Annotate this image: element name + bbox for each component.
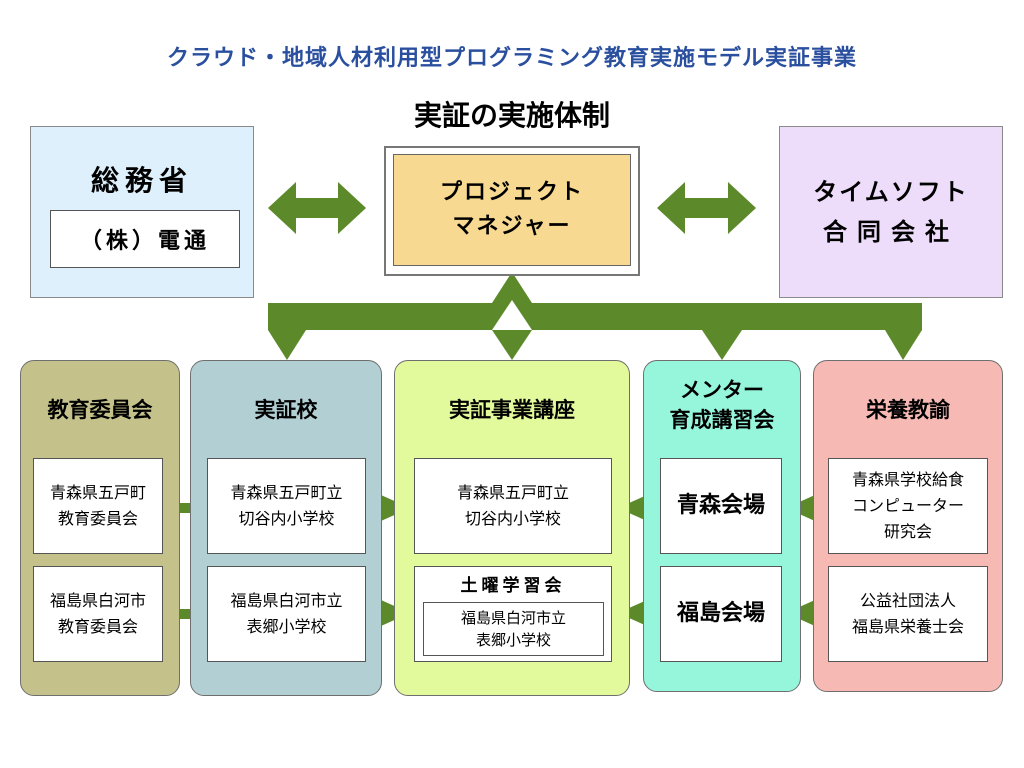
column-mentor-title-line2: 育成講習会 <box>669 408 775 432</box>
jisshoko-item-2-line2: 表郷小学校 <box>246 617 327 636</box>
down-arrow-mentor <box>702 330 742 360</box>
timesoft-line1: タイムソフト <box>813 178 969 206</box>
kyoiku-item-1-line2: 教育委員会 <box>57 509 138 528</box>
double-arrow-soumu-pm <box>268 182 366 234</box>
koza-item-2-line1: 福島県白河市立 <box>460 609 566 627</box>
pm-box: プロジェクト マネジャー <box>393 154 631 266</box>
jisshoko-item-2: 福島県白河市立 表郷小学校 <box>207 566 366 662</box>
jisshoko-item-2-line1: 福島県白河市立 <box>230 591 343 610</box>
jisshoko-item-1-line2: 切谷内小学校 <box>238 509 335 528</box>
eiyo-item-2-line1: 公益社団法人 <box>859 591 956 610</box>
eiyo-item-1-line1: 青森県学校給食 <box>851 470 964 489</box>
pm-line1: プロジェクト <box>439 180 584 205</box>
connector-bar <box>268 272 922 330</box>
down-arrow-eiyo <box>885 330 922 360</box>
pm-line2: マネジャー <box>452 214 572 239</box>
eiyo-item-1-line2: コンピューター <box>851 496 964 515</box>
koza-item-1-line2: 切谷内小学校 <box>464 509 561 528</box>
timesoft-line2: 合同会社 <box>823 218 959 246</box>
column-eiyo-title: 栄養教諭 <box>866 398 950 422</box>
koza-item-2-label: 土曜学習会 <box>460 576 566 596</box>
double-arrow-pm-timesoft <box>657 182 756 234</box>
kyoiku-item-2-line2: 教育委員会 <box>57 617 138 636</box>
column-mentor-title-line1: メンター <box>680 378 764 402</box>
column-kyoiku-title: 教育委員会 <box>47 398 153 422</box>
mentor-item-aomori: 青森会場 <box>660 458 782 554</box>
soumu-title: 総務省 <box>90 164 193 197</box>
eiyo-item-2: 公益社団法人 福島県栄養士会 <box>828 566 988 662</box>
koza-item-1-line1: 青森県五戸町立 <box>456 483 569 502</box>
eiyo-item-2-line2: 福島県栄養士会 <box>851 617 964 636</box>
jisshoko-item-1-line1: 青森県五戸町立 <box>230 483 343 502</box>
column-koza-title: 実証事業講座 <box>449 398 575 422</box>
eiyo-item-1-line3: 研究会 <box>883 522 932 541</box>
kyoiku-item-2-line1: 福島県白河市 <box>49 591 146 610</box>
mentor-item-fukushima: 福島会場 <box>660 566 782 662</box>
kyoiku-item-1-line1: 青森県五戸町 <box>49 483 146 502</box>
column-mentor-title: メンター 育成講習会 <box>644 375 800 435</box>
kyoiku-item-2: 福島県白河市 教育委員会 <box>33 566 163 662</box>
timesoft-box: タイムソフト 合同会社 <box>779 126 1003 298</box>
down-arrow-koza <box>492 330 532 360</box>
jisshoko-item-1: 青森県五戸町立 切谷内小学校 <box>207 458 366 554</box>
down-arrow-jisshoko <box>268 330 306 360</box>
koza-item-2-line2: 表郷小学校 <box>475 631 551 649</box>
eiyo-item-1: 青森県学校給食 コンピューター 研究会 <box>828 458 988 554</box>
koza-item-2-school: 福島県白河市立 表郷小学校 <box>423 602 604 656</box>
page-title: 実証の実施体制 <box>413 99 610 132</box>
kyoiku-item-1: 青森県五戸町 教育委員会 <box>33 458 163 554</box>
dentsu-box: （株）電通 <box>50 210 240 268</box>
koza-item-1: 青森県五戸町立 切谷内小学校 <box>414 458 612 554</box>
column-jisshoko-title: 実証校 <box>254 398 318 422</box>
subtitle: クラウド・地域人材利用型プログラミング教育実施モデル実証事業 <box>166 46 857 71</box>
